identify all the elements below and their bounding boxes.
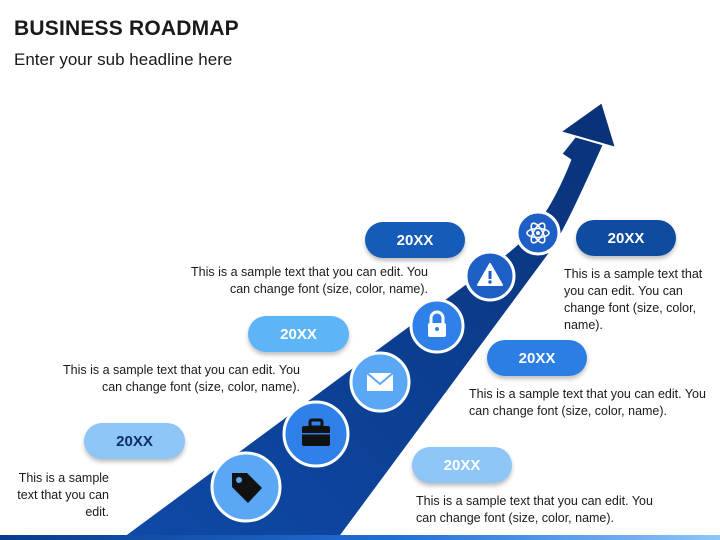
atom-icon xyxy=(526,222,550,244)
year-pill-2[interactable]: 20XX xyxy=(248,316,349,352)
bottom-accent-bar xyxy=(0,535,720,540)
warning-icon xyxy=(477,263,503,286)
roadmap-arrow xyxy=(116,100,618,540)
briefcase-icon xyxy=(302,418,330,446)
milestone-text-3[interactable]: This is a sample text that you can edit.… xyxy=(191,265,428,296)
roadmap-arrow-head xyxy=(557,100,618,150)
envelope-icon xyxy=(366,372,394,391)
price-tag-icon xyxy=(232,473,262,503)
milestone-circle-4[interactable] xyxy=(409,298,465,354)
milestone-text-1[interactable]: This is a sample text that you can edit. xyxy=(17,471,109,519)
milestone-circle-5[interactable] xyxy=(464,250,516,302)
milestone-text-2[interactable]: This is a sample text that you can edit.… xyxy=(63,363,300,394)
year-pill-3[interactable]: 20XX xyxy=(365,222,465,258)
milestone-circle-6[interactable] xyxy=(515,210,561,256)
year-pill-1[interactable]: 20XX xyxy=(84,423,185,459)
lock-icon xyxy=(428,310,446,337)
milestone-circle-1[interactable] xyxy=(210,451,282,523)
milestone-text-6[interactable]: This is a sample text that you can edit.… xyxy=(416,494,653,525)
year-pill-6[interactable]: 20XX xyxy=(412,447,512,483)
year-pill-4[interactable]: 20XX xyxy=(576,220,676,256)
slide-title[interactable]: BUSINESS ROADMAP xyxy=(14,17,239,40)
year-pill-5[interactable]: 20XX xyxy=(487,340,587,376)
milestone-text-4[interactable]: This is a sample text that you can edit.… xyxy=(564,267,703,332)
milestone-text-5[interactable]: This is a sample text that you can edit.… xyxy=(469,387,706,418)
milestone-circle-2[interactable] xyxy=(282,400,350,468)
milestone-circle-3[interactable] xyxy=(349,351,411,413)
slide-subtitle[interactable]: Enter your sub headline here xyxy=(14,50,233,69)
